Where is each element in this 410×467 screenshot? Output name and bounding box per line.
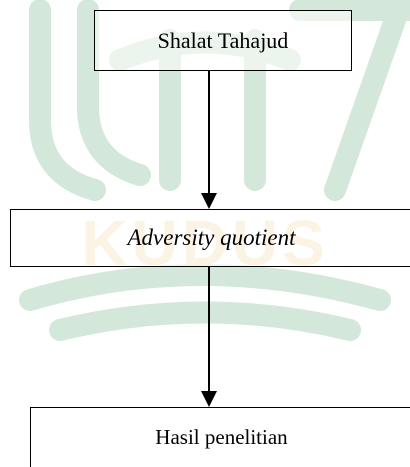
node-adversity-quotient: Adversity quotient [10,209,410,267]
arrowhead-2 [201,391,217,407]
node-label: Shalat Tahajud [157,27,289,53]
node-label: Adversity quotient [127,225,296,250]
node-shalat-tahajud: Shalat Tahajud [94,10,352,71]
node-label: Hasil penelitian [155,425,288,449]
arrowhead-1 [201,193,217,209]
node-hasil-penelitian: Hasil penelitian [30,407,410,467]
